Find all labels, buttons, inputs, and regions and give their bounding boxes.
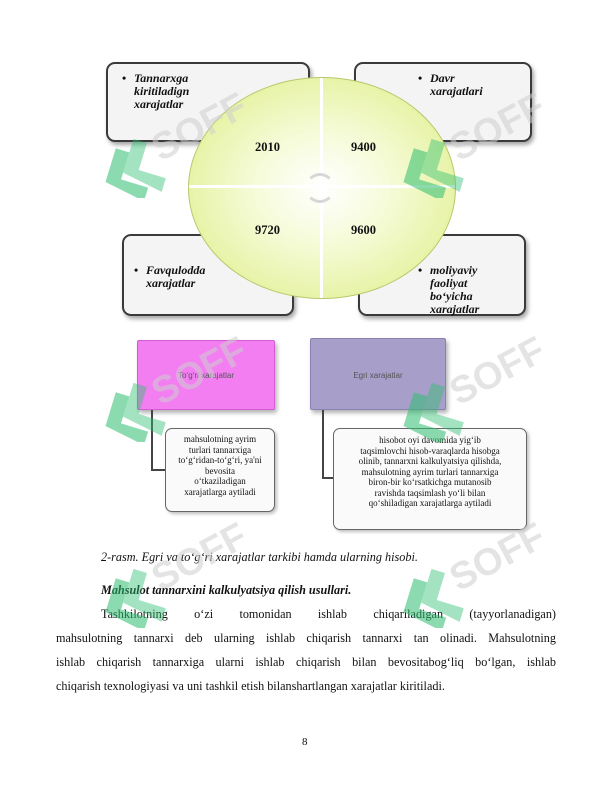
direct-costs-tag-label: To‘g‘ri xarajatlar xyxy=(177,371,235,380)
value-top-left: 2010 xyxy=(255,140,280,154)
direct-connector-horizontal xyxy=(151,469,166,471)
box-top-left-text: Tannarxga kiritiladign xarajatlar xyxy=(122,72,189,111)
value-bottom-left: 9720 xyxy=(255,223,280,237)
cycle-arrows-icon xyxy=(305,173,335,203)
figure-caption: 2-rasm. Egri va to‘g‘ri xarajatlar tarki… xyxy=(101,550,418,564)
section-title: Mahsulot tannarxini kalkulyatsiya qilish… xyxy=(101,583,352,597)
indirect-costs-tag: Egri xarajatlar xyxy=(310,338,446,410)
svg-text:SOFF: SOFF xyxy=(443,329,550,414)
indirect-costs-tag-label: Egri xarajatlar xyxy=(353,371,403,380)
indirect-connector-horizontal xyxy=(322,477,334,479)
direct-connector-vertical xyxy=(151,410,153,470)
body-line-1: Tashkilotning o‘zi tomonidan ishlab chiq… xyxy=(101,607,556,621)
box-bottom-right-text: moliyaviy faoliyat bo‘yicha xarajatlar xyxy=(418,264,479,316)
body-line-2: mahsulotning tannarxi deb ularning ishla… xyxy=(56,631,556,645)
value-bottom-right: 9600 xyxy=(351,223,376,237)
quadrant-circle: 2010 9400 9720 9600 xyxy=(188,77,456,299)
direct-costs-tag: To‘g‘ri xarajatlar xyxy=(137,340,275,410)
direct-costs-description: mahsulotning ayrim turlari tannarxiga to… xyxy=(165,428,275,512)
page-number: 8 xyxy=(302,736,308,748)
box-bottom-left-text: Favqulodda xarajatlar xyxy=(134,264,205,290)
body-line-3: ishlab chiqarish tannarxiga ularni ishla… xyxy=(56,655,556,669)
indirect-costs-description: hisobot oyi davomida yig‘ib taqsimlovchi… xyxy=(333,428,527,530)
value-top-right: 9400 xyxy=(351,140,376,154)
body-line-4: chiqarish texnologiyasi va uni tashkil e… xyxy=(56,679,445,693)
box-top-right-text: Davr xarajatlari xyxy=(418,72,483,98)
indirect-connector-vertical xyxy=(322,410,324,478)
